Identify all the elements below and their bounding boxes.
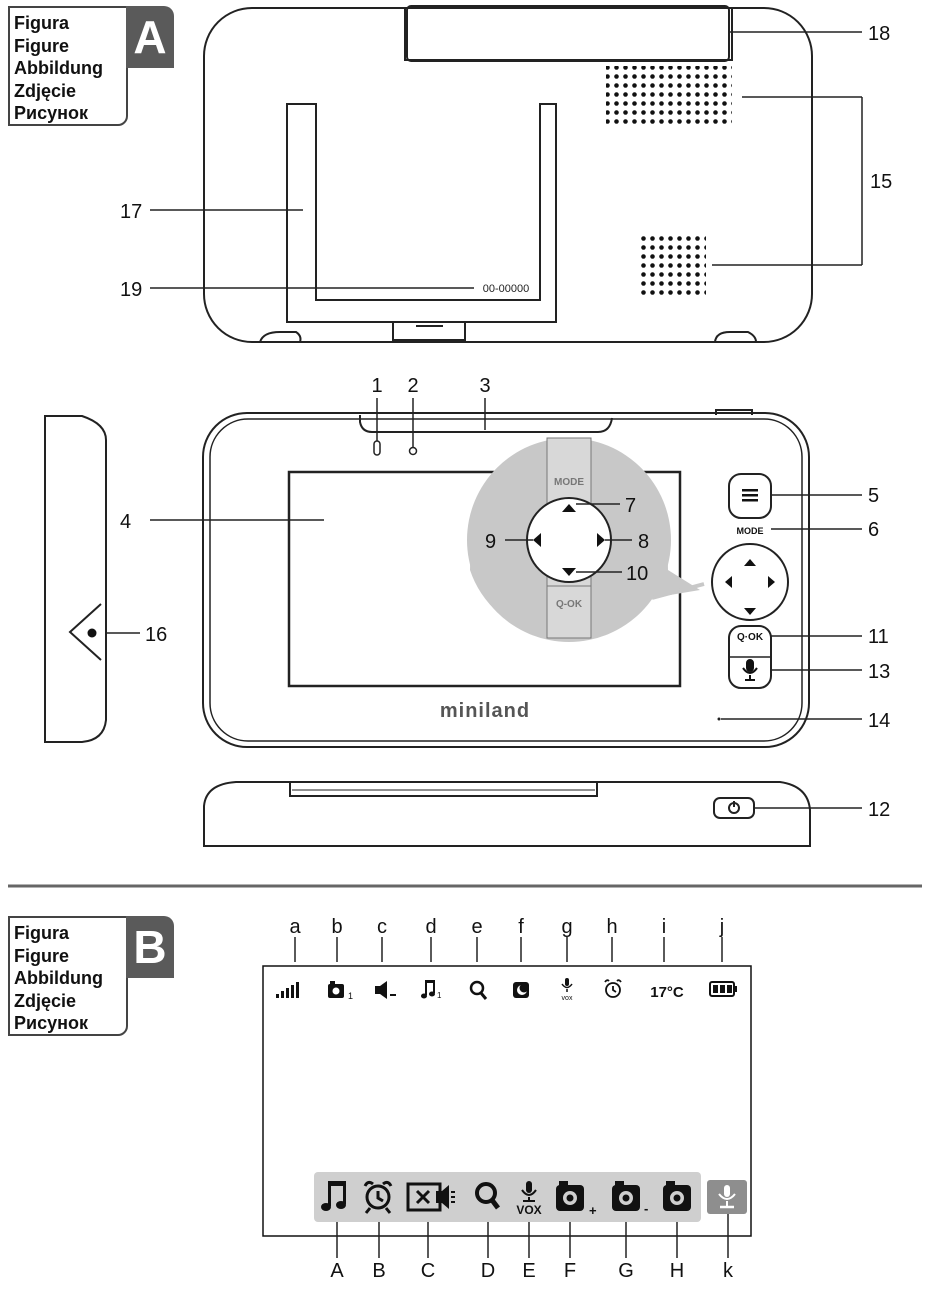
camera-plus-sign: + (589, 1203, 597, 1218)
status-letter-j: j (719, 916, 724, 938)
monitor-bottom-view (204, 782, 810, 846)
magnifier-ok-label: Q-OK (556, 599, 583, 610)
callout-11: 11 (868, 626, 889, 648)
callout-1: 1 (371, 375, 382, 397)
status-letter-g: g (561, 916, 572, 938)
vox-menu-label: VOX (516, 1203, 541, 1217)
status-letter-a: a (289, 916, 301, 938)
front-ok-label: Q·OK (737, 632, 764, 643)
callout-7: 7 (625, 495, 636, 517)
callout-5: 5 (868, 485, 879, 507)
side-jack-hole (88, 629, 97, 638)
callout-14: 14 (868, 710, 890, 732)
callout-16: 16 (145, 624, 167, 646)
callout-18: 18 (868, 23, 890, 45)
menu-letter-E: E (522, 1260, 535, 1282)
menu-letter-C: C (421, 1260, 435, 1282)
menu-letter-A: A (330, 1260, 344, 1282)
vox-icon: vox (562, 978, 573, 1002)
speaker-grille-bottom (638, 232, 706, 296)
callout-19: 19 (120, 279, 142, 301)
callout-6: 6 (868, 519, 879, 541)
foot-right (715, 332, 756, 342)
top-letter-row: a b c d e f g h i j (289, 916, 724, 938)
signal-icon (276, 982, 299, 998)
battery-icon (710, 982, 737, 996)
status-letter-b: b (331, 916, 342, 938)
temperature-text: 17°C (650, 984, 684, 1001)
front-button-column (712, 474, 788, 688)
antenna-housing (407, 6, 729, 61)
microphone-hole (718, 718, 721, 721)
status-letter-h: h (606, 916, 617, 938)
status-letter-f: f (518, 916, 524, 938)
volume-low-icon (375, 981, 396, 999)
status-letter-e: e (471, 916, 482, 938)
foot-left (260, 332, 301, 342)
callout-15: 15 (870, 171, 892, 193)
camera-menu-icon (663, 1181, 691, 1211)
antenna-outline (405, 8, 732, 60)
speaker-grille-top (606, 66, 732, 126)
top-indicator-icons (374, 441, 417, 455)
callout-2: 2 (407, 375, 418, 397)
menu-letter-B: B (372, 1260, 385, 1282)
music-subscript: 1 (437, 991, 442, 1000)
callout-12: 12 (868, 799, 890, 821)
menu-letter-k: k (723, 1260, 734, 1282)
menu-letter-H: H (670, 1260, 684, 1282)
top-button-strip (360, 415, 612, 432)
status-letter-c: c (377, 916, 387, 938)
callout-10: 10 (626, 563, 648, 585)
menu-letter-D: D (481, 1260, 495, 1282)
alarm-icon (605, 980, 621, 997)
callout-3: 3 (479, 375, 490, 397)
camera-minus-sign: - (644, 1201, 648, 1216)
status-letter-d: d (425, 916, 436, 938)
callout-8: 8 (638, 531, 649, 553)
magnifier-mode-label: MODE (554, 477, 584, 488)
callout-17: 17 (120, 201, 142, 223)
monitor-side-view (45, 416, 106, 742)
camera-1-icon: 1 (328, 981, 353, 1001)
brand-logo: miniland (440, 700, 530, 722)
front-mode-label: MODE (737, 526, 764, 536)
zoom-icon (471, 982, 486, 999)
music-1-icon: 1 (421, 980, 442, 1000)
callout-lines-back (150, 32, 862, 288)
status-icon-row: 1 1 vox 17°C (276, 978, 737, 1002)
callout-4: 4 (120, 511, 131, 533)
menu-bar (314, 1172, 701, 1222)
night-mode-icon (513, 982, 529, 998)
stand-hinge (393, 322, 465, 340)
serial-number-label: 00-00000 (483, 283, 530, 295)
menu-letter-F: F (564, 1260, 576, 1282)
vox-label: vox (562, 995, 573, 1002)
menu-letter-G: G (618, 1260, 634, 1282)
status-letter-i: i (662, 916, 666, 938)
callout-9: 9 (485, 531, 496, 553)
camera-subscript: 1 (348, 991, 353, 1001)
callout-13: 13 (868, 661, 890, 683)
